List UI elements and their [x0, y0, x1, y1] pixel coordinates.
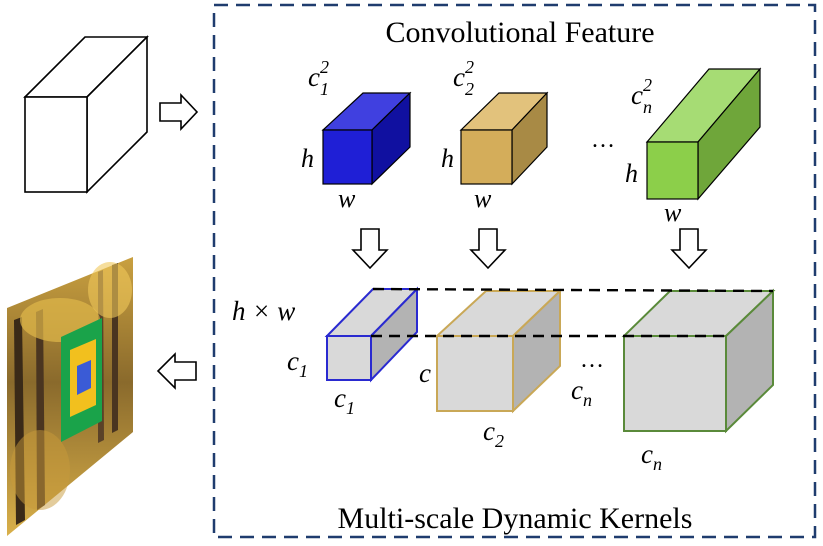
down-arrow-icon-3	[670, 228, 708, 270]
output-image	[7, 257, 133, 536]
kernel-cuboid-2	[434, 288, 563, 414]
kernel-dim-label: h × w	[232, 296, 295, 326]
bottom-title: Multi-scale Dynamic Kernels	[338, 502, 693, 535]
top-title: Convolutional Feature	[385, 16, 654, 49]
feature-2-c-label: c22	[453, 57, 474, 99]
kernel-3-c-left: cn	[571, 375, 592, 410]
kernel-2-c-left: c	[419, 358, 431, 388]
feature-3-c-label: cn2	[631, 75, 652, 117]
kernel-cuboid-3	[621, 288, 776, 434]
feature-1-h-label: h	[301, 144, 314, 173]
feature-1-w-label: w	[338, 184, 356, 213]
feature-2-h-label: h	[441, 144, 454, 173]
kernel-1-c-left: c1	[287, 346, 308, 381]
kernel-2-c-bottom: c2	[483, 416, 504, 451]
dashed-border	[212, 3, 817, 539]
kernel-1-c-bottom: c1	[334, 383, 355, 418]
feature-ellipsis: …	[591, 127, 615, 153]
input-cuboid	[23, 35, 149, 194]
feature-3-h-label: h	[625, 159, 638, 188]
kernel-cuboid-1	[324, 286, 420, 383]
left-arrow-icon	[156, 352, 197, 390]
feature-3-w-label: w	[664, 198, 682, 227]
kernel-3-c-bottom: cn	[641, 439, 662, 474]
right-arrow-icon	[159, 92, 199, 132]
kernel-overlay-inner	[77, 360, 91, 395]
kernel-ellipsis: …	[580, 347, 604, 373]
dashed-connector-top	[372, 287, 774, 293]
down-arrow-icon-2	[469, 228, 507, 270]
feature-1-c-label: c12	[308, 57, 329, 99]
down-arrow-icon-1	[351, 228, 389, 270]
feature-cuboid-1	[321, 91, 412, 186]
feature-cuboid-2	[459, 91, 549, 186]
feature-cuboid-3	[645, 67, 762, 201]
feature-2-w-label: w	[474, 184, 492, 213]
